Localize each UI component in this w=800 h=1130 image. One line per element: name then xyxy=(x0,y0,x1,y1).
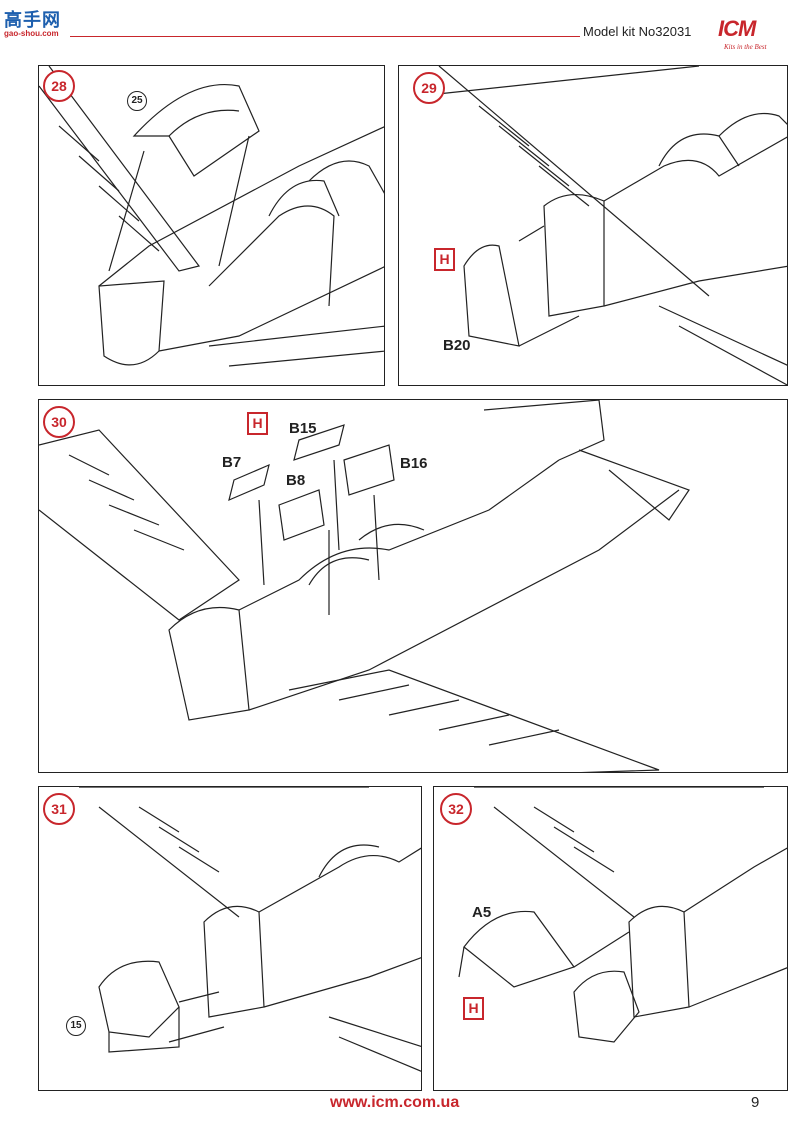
icm-logo: ICM Kits in the Best xyxy=(704,16,796,60)
page-number: 9 xyxy=(751,1094,760,1111)
part-label: A5 xyxy=(472,904,492,921)
part-label: B8 xyxy=(286,472,306,489)
step-30-panel: 30 H B15 B7 B8 B16 xyxy=(38,399,788,773)
model-kit-number: Model kit No32031 xyxy=(583,24,692,39)
part-label: B15 xyxy=(289,420,317,437)
header-rule xyxy=(70,36,580,37)
brand-slogan: Kits in the Best xyxy=(724,43,767,51)
step-32-panel: 32 A5 H xyxy=(433,786,788,1091)
step-32-drawing xyxy=(458,787,787,1043)
brand-name: ICM xyxy=(718,16,756,41)
part-h-marker: H xyxy=(434,248,455,271)
step-number: 31 xyxy=(43,793,75,825)
step-28-panel: 28 25 xyxy=(38,65,385,386)
step-number: 28 xyxy=(43,70,75,102)
step-29-drawing xyxy=(418,66,787,385)
watermark-text: 高手网 xyxy=(4,10,61,31)
part-h-marker: H xyxy=(463,997,484,1020)
watermark-url: gao-shou.com xyxy=(4,29,59,38)
step-number: 32 xyxy=(440,793,472,825)
step-28-drawing xyxy=(39,66,384,367)
footer-url[interactable]: www.icm.com.ua xyxy=(330,1094,460,1111)
step-29-panel: 29 H B20 xyxy=(398,65,788,386)
step-number: 30 xyxy=(43,406,75,438)
step-30-drawing xyxy=(39,400,690,772)
part-h-marker: H xyxy=(247,412,268,435)
step-31-drawing xyxy=(79,787,421,1072)
part-label: B16 xyxy=(400,455,428,472)
part-label: B20 xyxy=(443,337,471,354)
watermark-logo: 高手网 gao-shou.com xyxy=(4,6,70,38)
step-number: 29 xyxy=(413,72,445,104)
step-31-panel: 31 15 xyxy=(38,786,422,1091)
ref-callout: 15 xyxy=(66,1016,86,1036)
part-label: B7 xyxy=(222,454,242,471)
ref-callout: 25 xyxy=(127,91,147,111)
